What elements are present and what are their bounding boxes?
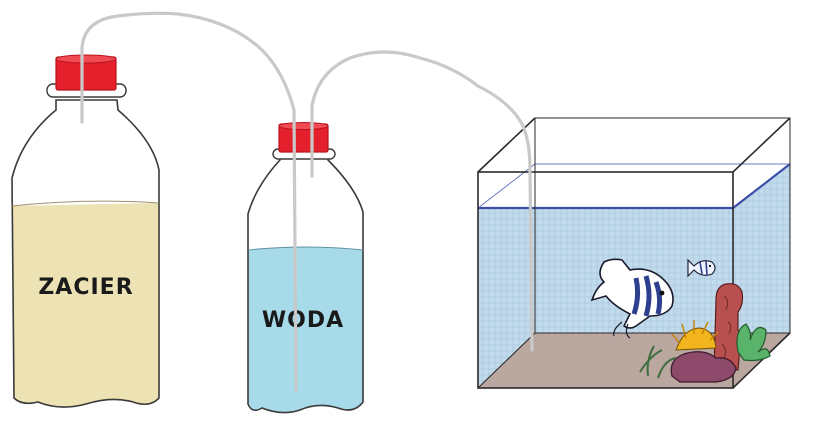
seaweed-icon xyxy=(639,345,677,379)
plant-icon xyxy=(736,323,771,362)
tube-zacier-to-woda xyxy=(80,11,298,392)
bottle-woda-label: WODA xyxy=(262,308,344,333)
bottle-zacier-outline xyxy=(11,99,160,408)
bottle-zacier-liquid-surface xyxy=(11,200,160,207)
fish-icon xyxy=(590,258,674,339)
bottle-woda-liquid-surface xyxy=(247,246,364,251)
aquarium-rocks xyxy=(670,351,737,383)
bottle-woda-cap-top xyxy=(278,122,329,130)
small-fish-icon xyxy=(687,258,716,278)
bottle-zacier-liquid xyxy=(12,203,159,408)
bottle-zacier-cap-top xyxy=(55,54,117,64)
tubes xyxy=(80,11,534,392)
tube-woda-to-aquarium xyxy=(310,50,534,352)
bottle-zacier-label: ZACIER xyxy=(38,275,133,300)
bottle-woda-outline xyxy=(247,149,364,414)
bottle-woda: WODA xyxy=(247,122,364,414)
sea-anemone-icon xyxy=(671,320,719,351)
bottle-woda-liquid xyxy=(248,247,363,413)
aquarium-glass-frame xyxy=(477,117,791,389)
aquarium-tank xyxy=(477,117,791,389)
coral-icon xyxy=(713,283,744,371)
bottle-zacier: ZACIER xyxy=(11,54,160,408)
aquarium-waterline xyxy=(478,163,791,210)
